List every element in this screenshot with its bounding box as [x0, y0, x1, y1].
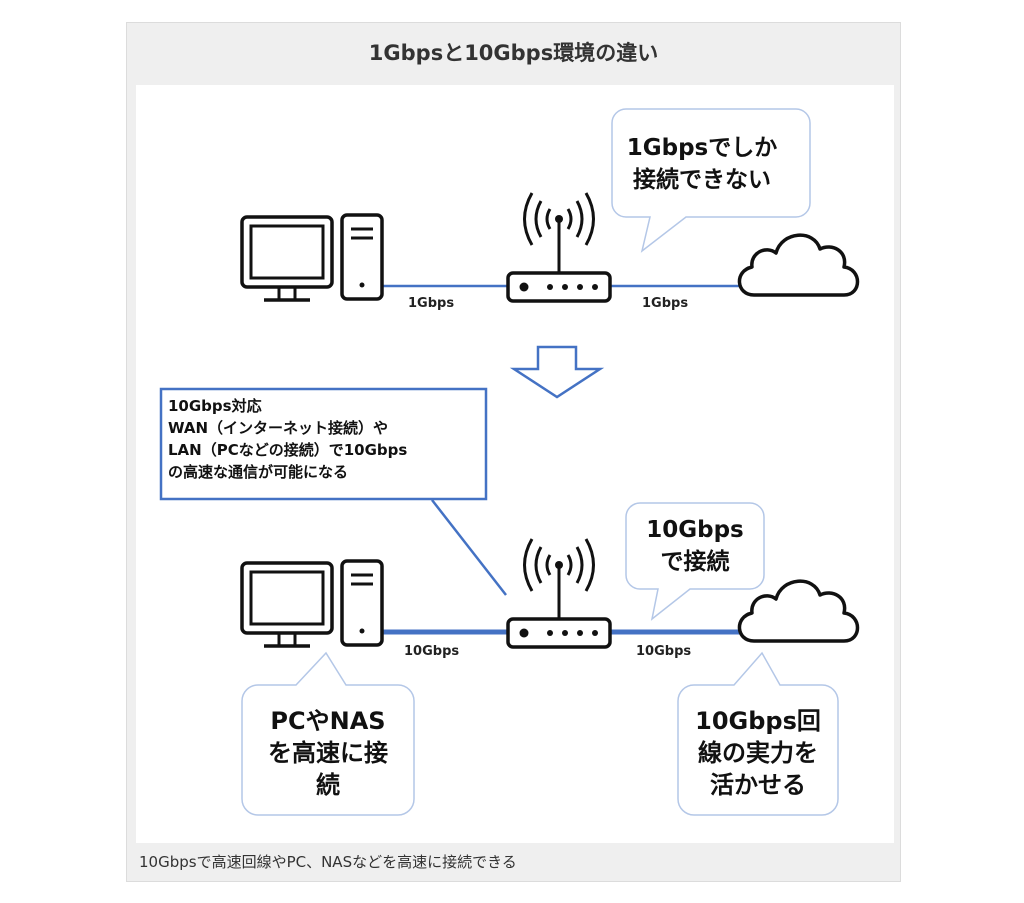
bottom-scenario: 10Gbps対応 WAN（インターネット接続）や LAN（PCなどの接続）で10…: [159, 387, 860, 816]
svg-text:の高速な通信が可能になる: の高速な通信が可能になる: [168, 463, 348, 481]
speech-bubble-pc-nas: PCやNAS を高速に接 続: [241, 651, 415, 816]
cloud-icon: [737, 579, 860, 643]
wifi-router-icon: [506, 191, 612, 303]
svg-text:線の実力を: 線の実力を: [698, 739, 818, 767]
svg-text:WAN（インターネット接続）や: WAN（インターネット接続）や: [168, 419, 388, 437]
svg-text:1Gbpsでしか: 1Gbpsでしか: [627, 135, 778, 161]
figure-caption: 10Gbpsで高速回線やPC、NASなどを高速に接続できる: [139, 853, 517, 871]
svg-text:を高速に接: を高速に接: [268, 739, 388, 767]
pc-tower-icon: [340, 559, 384, 647]
svg-text:で接続: で接続: [661, 548, 730, 575]
svg-text:接続できない: 接続できない: [633, 166, 771, 193]
figure-box: 1Gbpsと10Gbps環境の違い: [126, 22, 901, 882]
svg-text:10Gbps回: 10Gbps回: [695, 707, 821, 735]
down-arrow-icon: [509, 345, 605, 399]
link-speed-label: 10Gbps: [636, 644, 691, 659]
speech-bubble-10gbps-connect: 10Gbps で接続: [625, 502, 765, 621]
link-speed-label: 1Gbps: [642, 296, 688, 311]
svg-text:続: 続: [316, 771, 340, 799]
svg-text:活かせる: 活かせる: [710, 771, 806, 799]
svg-text:PCやNAS: PCやNAS: [270, 707, 385, 735]
pc-tower-icon: [340, 213, 384, 301]
monitor-icon: [240, 215, 334, 302]
diagram-svg: 1Gbps 1Gbps 1Gbpsでしか 接続できない 10Gbps対応 WAN…: [159, 108, 860, 816]
svg-text:10Gbps: 10Gbps: [646, 517, 744, 543]
top-scenario: 1Gbps 1Gbps 1Gbpsでしか 接続できない: [240, 108, 860, 311]
monitor-icon: [240, 561, 334, 648]
wifi-router-icon: [506, 537, 612, 649]
svg-text:LAN（PCなどの接続）で10Gbps: LAN（PCなどの接続）で10Gbps: [168, 441, 407, 459]
speech-bubble-10gbps-line: 10Gbps回 線の実力を 活かせる: [677, 651, 839, 816]
svg-text:10Gbps対応: 10Gbps対応: [168, 397, 262, 415]
diagram-canvas: 1Gbps 1Gbps 1Gbpsでしか 接続できない 10Gbps対応 WAN…: [136, 85, 894, 843]
link-speed-label: 1Gbps: [408, 296, 454, 311]
cloud-icon: [737, 233, 860, 297]
figure-title: 1Gbpsと10Gbps環境の違い: [368, 41, 659, 65]
speech-bubble-1gbps-limit: 1Gbpsでしか 接続できない: [611, 108, 811, 253]
link-speed-label: 10Gbps: [404, 644, 459, 659]
feature-note-box: 10Gbps対応 WAN（インターネット接続）や LAN（PCなどの接続）で10…: [159, 387, 507, 596]
